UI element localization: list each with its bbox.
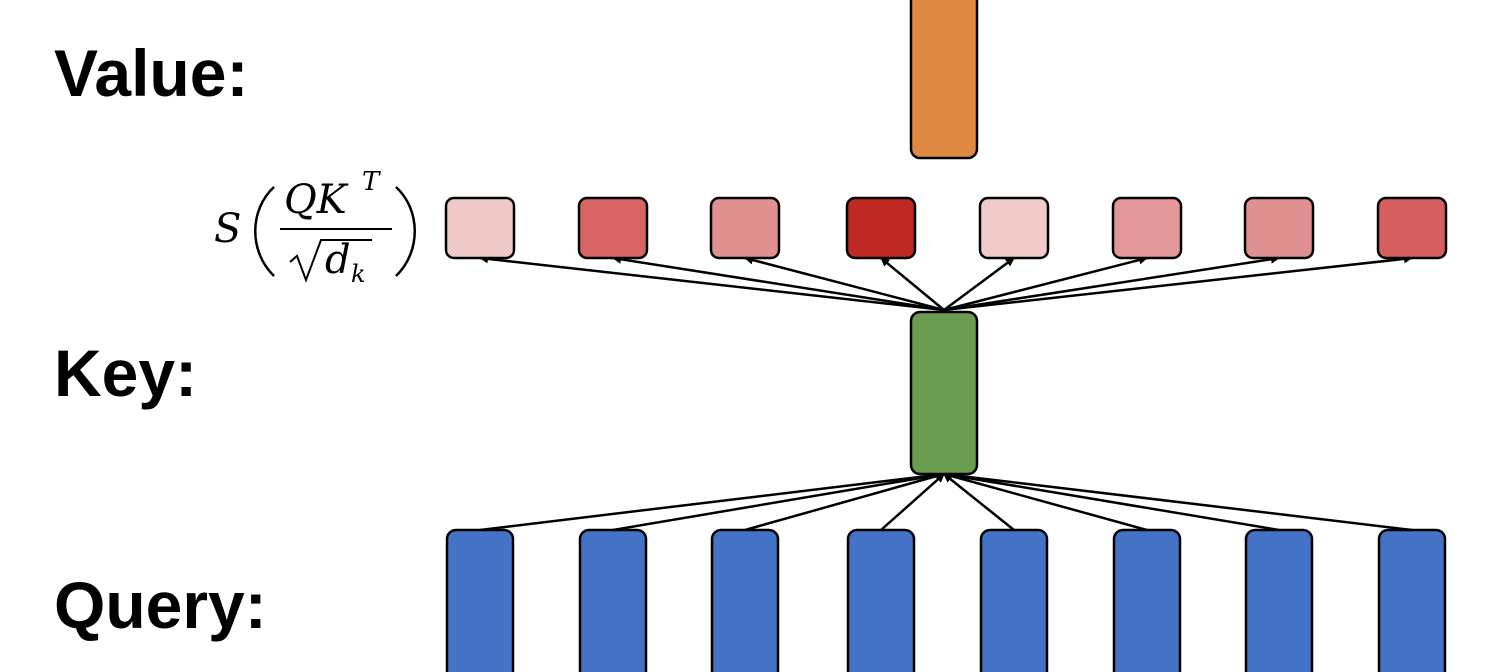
- query-vector: [846, 528, 916, 672]
- query-vectors: [445, 528, 1447, 672]
- score-box: [709, 196, 781, 260]
- value-label: Value:: [54, 36, 249, 110]
- query-to-key-arrow: [943, 471, 1148, 532]
- query-to-key-arrow: [612, 470, 945, 532]
- query-to-key-arrow: [943, 470, 1413, 532]
- softmax-formula: S QK T d k: [214, 167, 416, 288]
- formula-left-paren: [254, 186, 275, 277]
- attention-score-boxes: [444, 196, 1448, 260]
- key-to-score-arrows: [479, 254, 1413, 312]
- query-vector: [578, 528, 648, 672]
- query-to-key-arrow: [744, 471, 945, 532]
- formula-superscript: T: [362, 167, 381, 197]
- formula-subscript: k: [351, 260, 366, 288]
- key-to-score-arrow: [880, 257, 945, 311]
- formula-denominator: d: [325, 237, 351, 283]
- score-box: [1111, 196, 1183, 260]
- key-to-score-arrow: [744, 255, 945, 312]
- key-label: Key:: [54, 336, 198, 410]
- score-box: [444, 196, 516, 260]
- score-box: [845, 196, 917, 260]
- key-to-score-arrow: [943, 255, 1148, 312]
- query-vector: [445, 528, 515, 672]
- formula-right-paren: [395, 186, 416, 277]
- query-to-key-arrow: [880, 473, 945, 531]
- query-vector: [1377, 528, 1447, 672]
- query-label: Query:: [54, 568, 267, 642]
- key-to-score-arrow: [943, 254, 1413, 312]
- key-vector: [909, 310, 979, 476]
- query-to-key-arrow: [943, 473, 1015, 531]
- formula-numerator: QK: [284, 177, 349, 223]
- key-to-score-arrow: [479, 254, 945, 312]
- formula-sqrt-sign: [289, 239, 372, 283]
- formula-function: S: [214, 206, 241, 252]
- key-to-score-arrow: [943, 256, 1015, 312]
- query-vector: [1244, 528, 1314, 672]
- query-vector: [1112, 528, 1182, 672]
- query-vector: [979, 528, 1049, 672]
- key-to-score-arrow: [612, 254, 945, 312]
- score-box: [1243, 196, 1315, 260]
- query-to-key-arrow: [479, 470, 945, 532]
- score-box: [577, 196, 649, 260]
- query-to-key-arrow: [943, 470, 1280, 532]
- key-to-score-arrow: [943, 254, 1280, 312]
- score-box: [1376, 196, 1448, 260]
- value-vector: [909, 0, 979, 160]
- score-box: [978, 196, 1050, 260]
- query-vector: [710, 528, 780, 672]
- query-to-key-arrows: [479, 470, 1413, 532]
